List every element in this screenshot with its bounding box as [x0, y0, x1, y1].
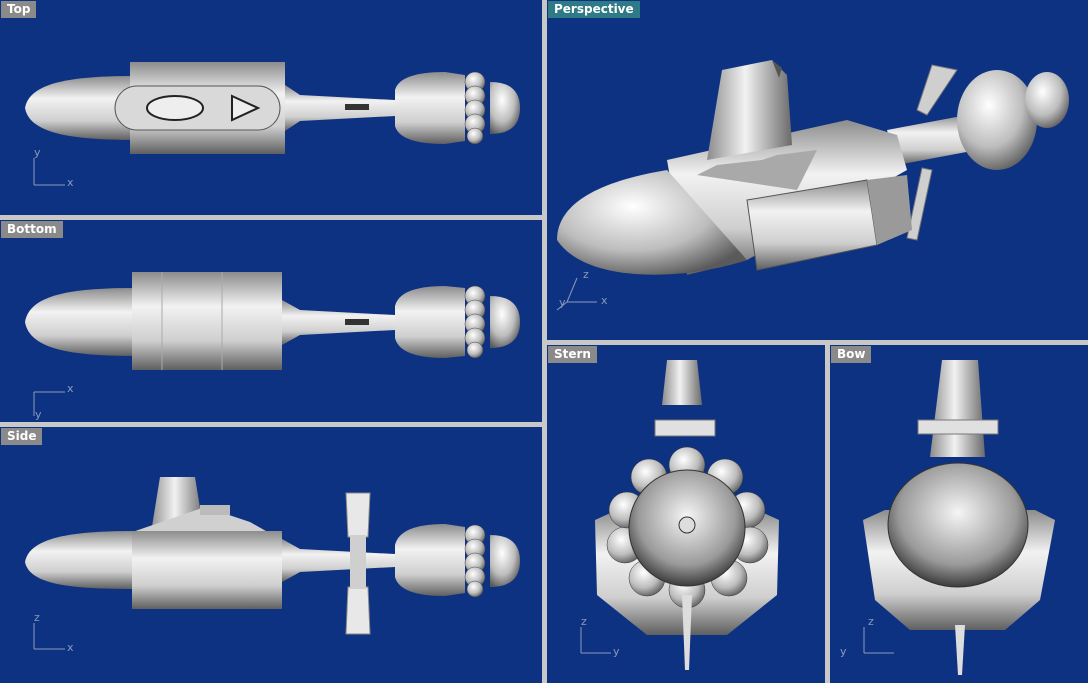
viewport-label-perspective[interactable]: Perspective: [548, 1, 640, 18]
axis-x-label: x: [67, 176, 74, 189]
axis-y-label: y: [34, 146, 41, 159]
axis-y-label: y: [840, 645, 847, 658]
viewport-label-top[interactable]: Top: [1, 1, 37, 18]
axis-y-label: y: [613, 645, 620, 658]
submarine-bottom-view: [25, 272, 520, 416]
submarine-bow-view: [863, 360, 1055, 675]
axis-z-label: z: [581, 615, 587, 628]
submarine-top-view: [25, 62, 520, 186]
viewport-label-bow[interactable]: Bow: [831, 346, 872, 363]
submarine-side-view: [25, 477, 520, 650]
axis-z-label: z: [34, 611, 40, 624]
viewport-perspective[interactable]: Perspective x y z: [547, 0, 1088, 340]
submarine-perspective-view: [556, 60, 1069, 311]
viewport-label-bottom[interactable]: Bottom: [1, 221, 63, 238]
submarine-stern-view: [580, 360, 779, 670]
viewport-bow[interactable]: Bow y z: [830, 345, 1088, 683]
viewport-label-side[interactable]: Side: [1, 428, 43, 445]
axis-x-label: x: [601, 294, 608, 307]
viewport-bottom[interactable]: Bottom x y: [0, 220, 542, 422]
axis-z-label: z: [583, 268, 589, 281]
axis-x-label: x: [67, 641, 74, 654]
viewport-stern[interactable]: Stern y z: [547, 345, 825, 683]
viewport-side[interactable]: Side x z: [0, 427, 542, 683]
axis-z-label: z: [868, 615, 874, 628]
axis-y-label: y: [35, 408, 42, 421]
viewport-top[interactable]: Top x y: [0, 0, 542, 215]
viewport-label-stern[interactable]: Stern: [548, 346, 597, 363]
axis-x-label: x: [67, 382, 74, 395]
axis-y-label: y: [559, 296, 566, 309]
